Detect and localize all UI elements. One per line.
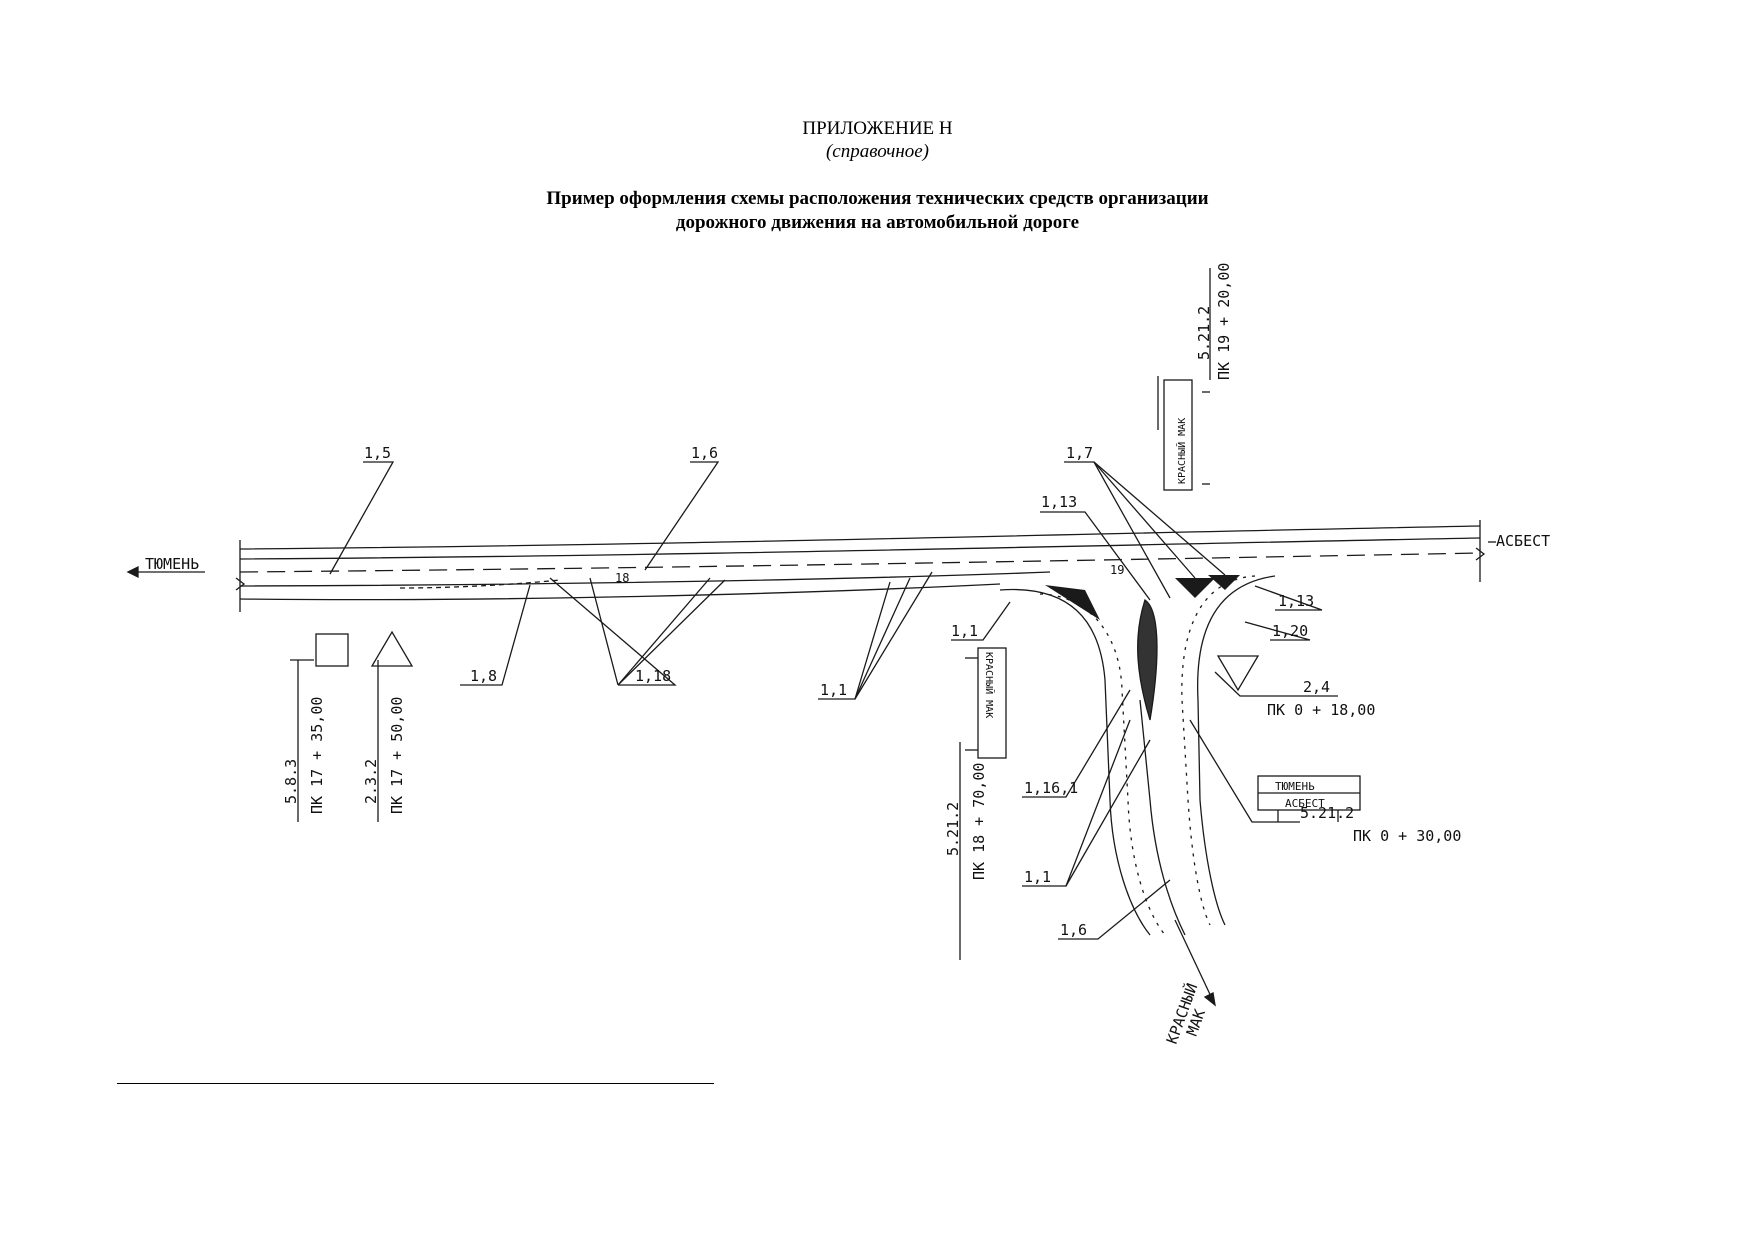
sign-5-21-2-c-pk: ПК 0 + 30,00 [1353, 827, 1461, 845]
sign-2-4-pk: ПК 0 + 18,00 [1267, 701, 1375, 719]
branch-left-edge [999, 588, 1151, 936]
label-east-direction: АСБЕСТ [1496, 532, 1550, 550]
sign-5-21-2-b-pk: ПК 18 + 70,00 [970, 763, 988, 880]
marking-1-1-c: 1,1 [1024, 868, 1051, 886]
main-road-edge-top-inner [239, 537, 1481, 560]
branch-center [1139, 699, 1186, 936]
document-title-line-2: дорожного движения на автомобильной доро… [675, 212, 1080, 233]
document-title: Пример оформления схемы расположения тех… [0, 187, 1755, 235]
marking-1-16-1: 1,16,1 [1024, 779, 1078, 797]
branch-right-inner [1181, 575, 1256, 926]
sign-2-3-2-code: 2.3.2 [362, 759, 380, 804]
sign-5-8-3-code: 5.8.3 [282, 759, 300, 804]
sign-5-21-2-a-code: 5.21.2 [1195, 306, 1213, 360]
plate-krasny-mak-left [977, 647, 1007, 759]
marking-1-1-b: 1,1 [951, 622, 978, 640]
sign-5-21-2-a-pk: ПК 19 + 20,00 [1215, 263, 1233, 380]
island [1137, 598, 1158, 721]
marking-1-7: 1,7 [1066, 444, 1093, 462]
sign-5-21-2-b-code: 5.21.2 [944, 802, 962, 856]
appendix-title: ПРИЛОЖЕНИЕ Н [802, 118, 953, 139]
sign-2-3-2 [370, 630, 414, 667]
marking-number-19: 19 [1110, 563, 1124, 577]
plate-krasny-mak-top-text: КРАСНЫЙ МАК [1175, 418, 1188, 484]
marking-1-18: 1,18 [635, 667, 671, 685]
sign-5-8-3 [315, 633, 349, 667]
branch-right-edge [1196, 575, 1276, 926]
main-road-edge-bottom [239, 583, 1001, 601]
footnote-separator [117, 1083, 714, 1084]
marking-1-20: 1,20 [1272, 622, 1308, 640]
sign-2-3-2-pk: ПК 17 + 50,00 [388, 697, 406, 814]
marking-1-8: 1,8 [470, 667, 497, 685]
sign-5-8-3-pk: ПК 17 + 35,00 [308, 697, 326, 814]
document-title-line-1: Пример оформления схемы расположения тех… [546, 188, 1209, 209]
main-road-edge-top [239, 525, 1481, 550]
sign-5-21-2-c-code: 5.21.2 [1300, 804, 1354, 822]
lane-transition [399, 579, 561, 589]
marking-1-13-a: 1,13 [1041, 493, 1077, 511]
marking-1-6-top: 1,6 [691, 444, 718, 462]
south-arrow [1174, 919, 1216, 1006]
appendix-subtitle: (справочное) [825, 141, 929, 162]
sign-2-4-code: 2,4 [1303, 678, 1330, 696]
marking-number-18: 18 [615, 571, 629, 585]
direction-board-line-1: ТЮМЕНЬ [1275, 780, 1315, 793]
sign-2-4 [1216, 655, 1260, 692]
label-west-direction: ТЮМЕНЬ [145, 555, 199, 573]
main-road-centerline [239, 552, 1481, 573]
marking-1-1-a: 1,1 [820, 681, 847, 699]
direction-board-line-2: АСБЕСТ [1285, 797, 1325, 810]
plate-krasny-mak-top [1163, 379, 1193, 491]
marking-1-6-bottom: 1,6 [1060, 921, 1087, 939]
marking-1-5: 1,5 [364, 444, 391, 462]
marking-1-13-b: 1,13 [1278, 592, 1314, 610]
plate-krasny-mak-left-text: КРАСНЫЙ МАК [983, 652, 996, 718]
